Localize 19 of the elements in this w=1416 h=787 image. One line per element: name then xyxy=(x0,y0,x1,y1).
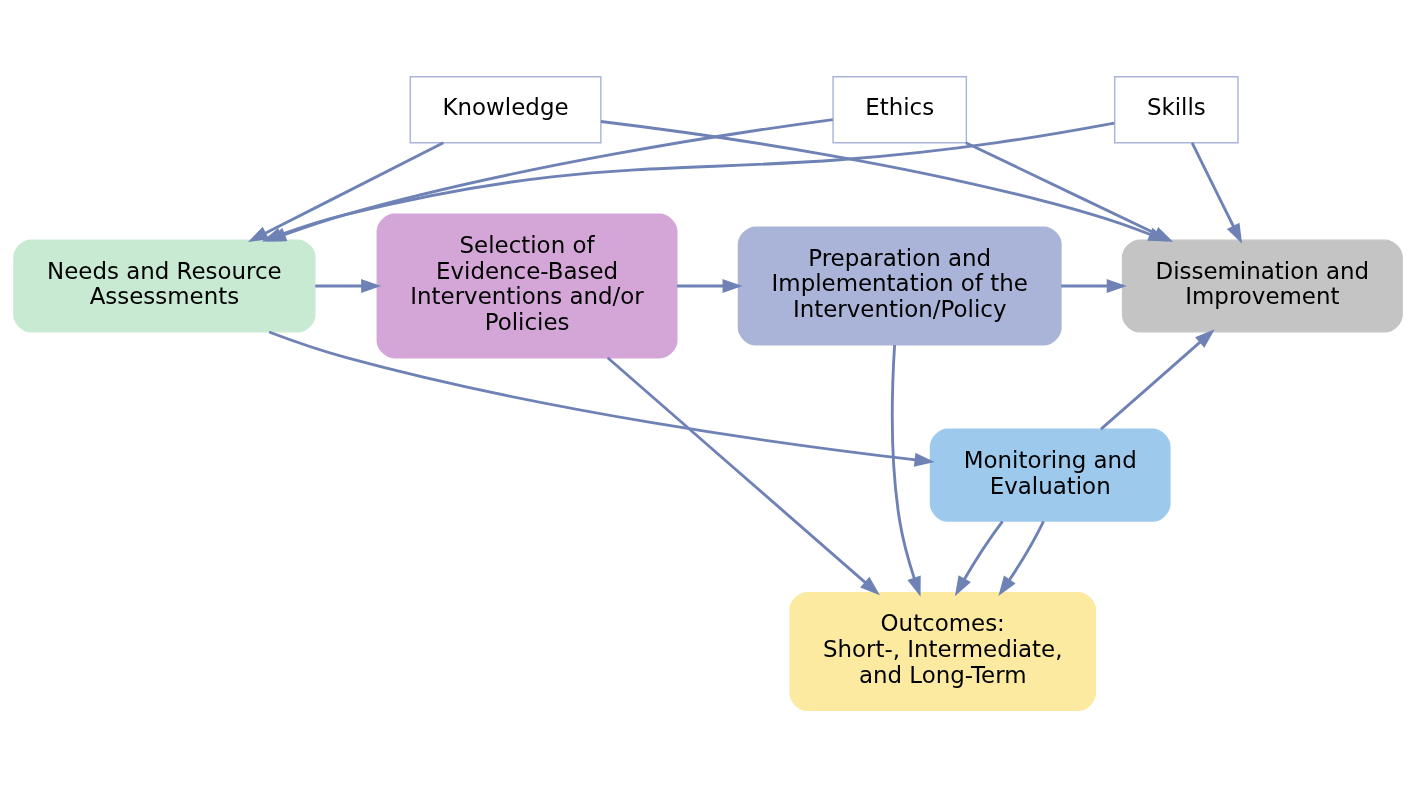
arrow xyxy=(1061,278,1127,294)
arrow xyxy=(1100,329,1215,431)
node-box: Knowledge xyxy=(409,76,602,144)
arrow xyxy=(677,278,743,294)
node-box: Preparation and Implementation of the Intervention/Policy xyxy=(737,226,1062,346)
arrow xyxy=(998,520,1045,597)
arrow xyxy=(954,520,1004,597)
node-box: Dissemination and Improvement xyxy=(1121,239,1403,333)
arrow xyxy=(268,330,935,467)
node-box: Monitoring and Evaluation xyxy=(929,428,1171,522)
arrow xyxy=(890,344,921,597)
node-box: Needs and Resource Assessments xyxy=(13,239,316,333)
arrow xyxy=(606,356,880,596)
arrow xyxy=(315,278,382,294)
node-box: Selection of Evidence-Based Interventions and/or Policies xyxy=(376,213,678,359)
node-box: Outcomes: Short-, Intermediate, and Long-Term xyxy=(789,592,1097,711)
node-box: Ethics xyxy=(832,76,968,144)
node-box: Skills xyxy=(1114,76,1239,144)
arrow xyxy=(1190,142,1243,244)
